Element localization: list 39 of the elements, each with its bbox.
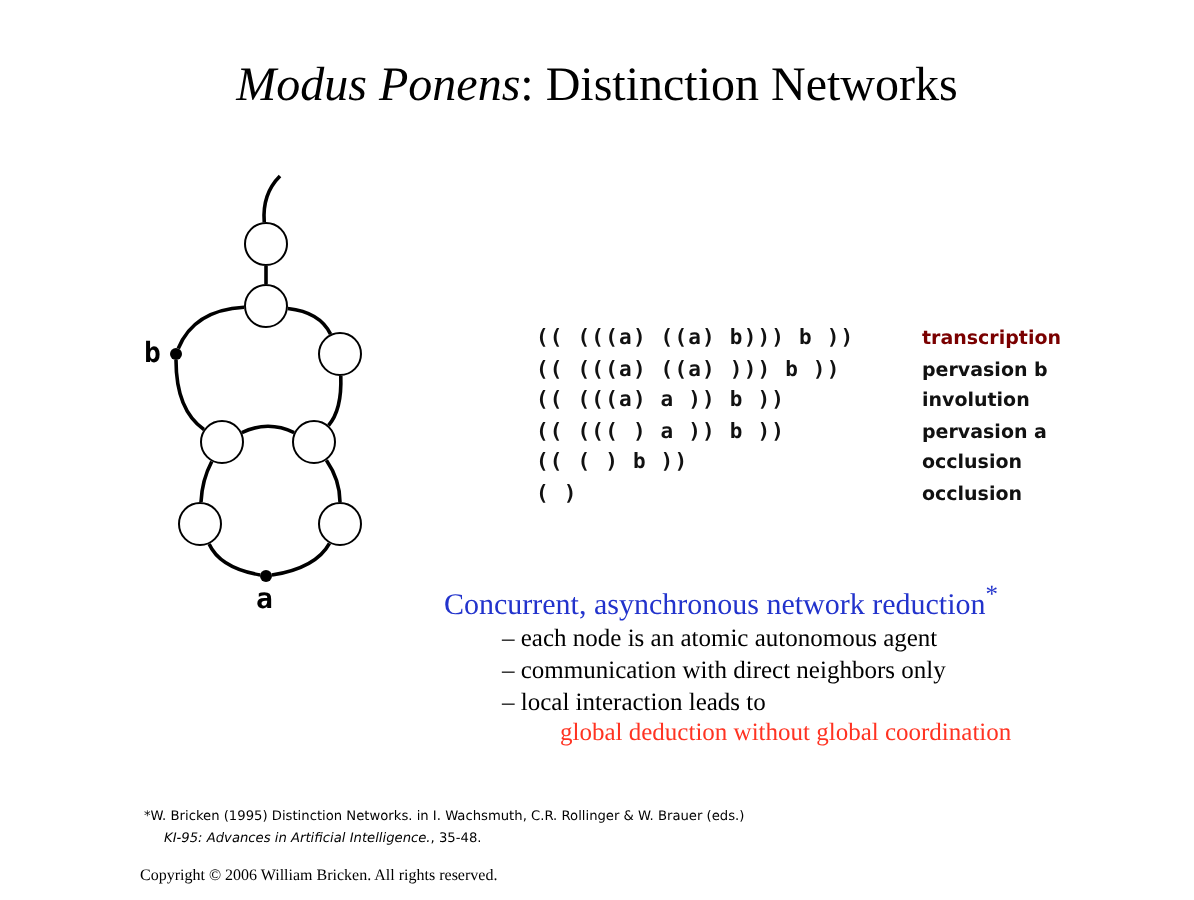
step-label: involution [922, 390, 1030, 412]
step-label: occlusion [922, 452, 1023, 474]
node-circle [318, 502, 362, 546]
network-link [207, 543, 261, 577]
network-link [241, 424, 295, 435]
step-label: pervasion b [922, 359, 1048, 381]
network-link [287, 306, 333, 335]
expression-text: (( ( ) b )) [536, 450, 689, 474]
step-label: pervasion a [922, 421, 1047, 443]
node-circle [200, 420, 244, 464]
point-label: b [144, 338, 161, 370]
node-circle [292, 420, 336, 464]
network-link [271, 542, 331, 577]
network-link [176, 305, 245, 350]
step-label: occlusion [922, 483, 1023, 505]
network-link [262, 174, 282, 223]
bullet-text: – each node is an atomic autonomous agent [502, 624, 938, 654]
copyright-text: Copyright © 2006 William Bricken. All rights reserved. [140, 866, 498, 884]
node-circle [244, 222, 288, 266]
network-link [199, 460, 214, 503]
expression-text: (( (((a) ((a) ))) b )) [536, 357, 841, 381]
network-link [264, 266, 268, 284]
bullet-text: – local interaction leads to [502, 688, 766, 718]
bullet-text: – communication with direct neighbors only [502, 656, 946, 686]
heading-text: Concurrent, asynchronous network reduction$^{*}$ [444, 580, 999, 624]
network-link [327, 375, 343, 427]
expression-text: (( ((( ) a )) b )) [536, 419, 786, 443]
expression-text: ( ) [536, 481, 578, 505]
slide-title: Modus Ponens: Distinction Networks [233, 60, 960, 114]
network-link [174, 359, 206, 431]
step-label: transcription [922, 328, 1062, 350]
expression-text: (( (((a) a )) b )) [536, 388, 786, 412]
network-link [324, 459, 342, 503]
node-circle [244, 284, 288, 328]
expression-text: (( (((a) ((a) b))) b )) [536, 326, 855, 350]
node-circle [178, 502, 222, 546]
point-label: a [256, 584, 273, 616]
node-circle [318, 332, 362, 376]
highlight-text: global deduction without global coordination [560, 718, 1012, 748]
